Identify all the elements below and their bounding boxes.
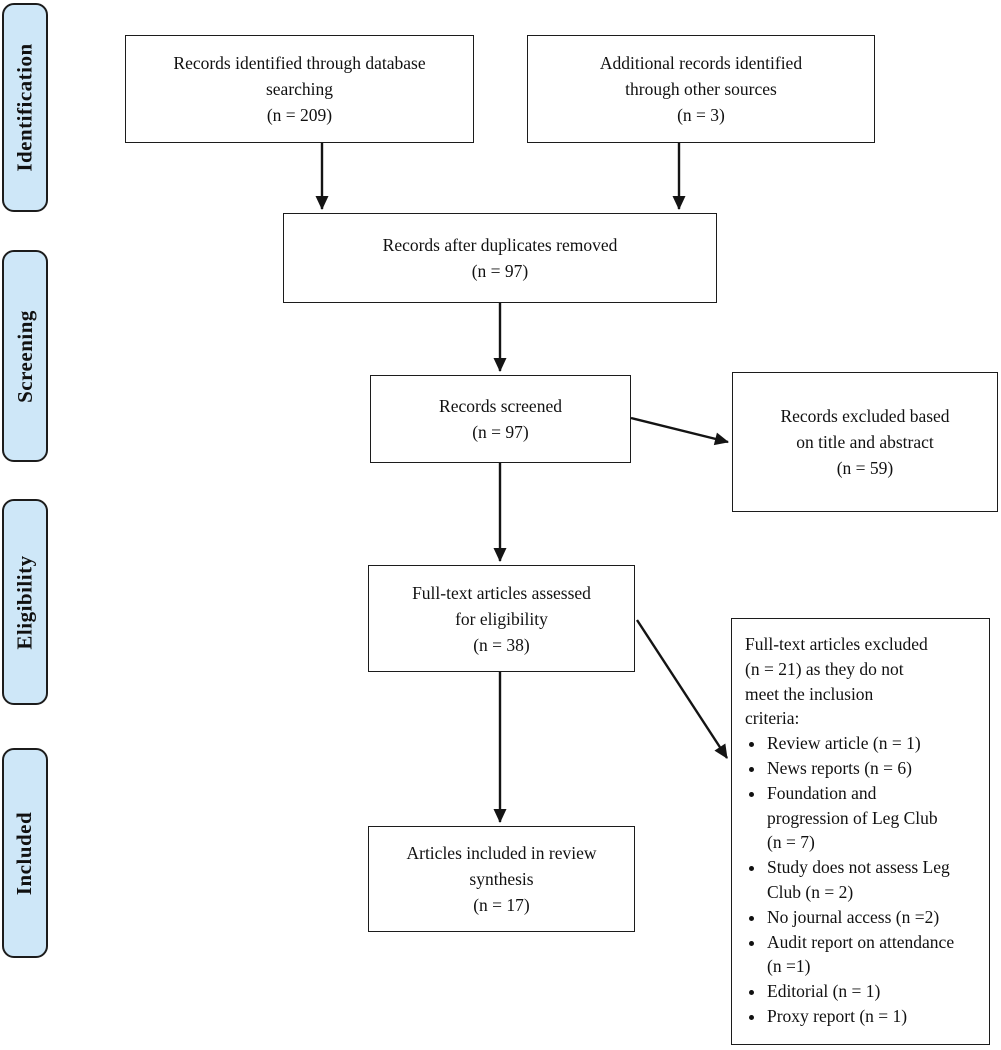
exclusion-reason: Audit report on attendance (n =1) [766, 930, 985, 980]
stage-screening: Screening [2, 250, 48, 462]
box-duplicates-removed: Records after duplicates removed (n = 97… [283, 213, 717, 303]
exclusion-reason: Proxy report (n = 1) [766, 1004, 985, 1029]
stage-included-label: Included [12, 811, 37, 895]
exclusion-reason: Foundation and progression of Leg Club (… [766, 781, 985, 855]
stage-identification-label: Identification [12, 43, 37, 172]
box-records-screened: Records screened (n = 97) [370, 375, 631, 463]
arrow-screened-to-excluded [630, 416, 729, 446]
stage-identification: Identification [2, 3, 48, 212]
stage-included: Included [2, 748, 48, 958]
box-fulltext-excluded: Full-text articles excluded (n = 21) as … [731, 618, 990, 1045]
stage-screening-label: Screening [12, 309, 37, 403]
box-records-excluded-title-abstract: Records excluded based on title and abst… [732, 372, 998, 512]
stage-eligibility-label: Eligibility [12, 554, 37, 650]
box-fulltext-assessed: Full-text articles assessed for eligibil… [368, 565, 635, 672]
box-included-synthesis: Articles included in review synthesis (n… [368, 826, 635, 932]
exclusion-reason: Study does not assess Leg Club (n = 2) [766, 855, 985, 905]
fulltext-excluded-intro: Full-text articles excluded (n = 21) as … [745, 634, 928, 729]
arrow-fulltext-to-excluded [635, 619, 729, 759]
box-additional-records: Additional records identified through ot… [527, 35, 875, 143]
exclusion-reason: Editorial (n = 1) [766, 979, 985, 1004]
box-records-identified: Records identified through database sear… [125, 35, 474, 143]
exclusion-reason: News reports (n = 6) [766, 756, 985, 781]
stage-eligibility: Eligibility [2, 499, 48, 705]
fulltext-excluded-reasons-list: Review article (n = 1) News reports (n =… [745, 731, 985, 1029]
exclusion-reason: Review article (n = 1) [766, 731, 985, 756]
exclusion-reason: No journal access (n =2) [766, 905, 985, 930]
